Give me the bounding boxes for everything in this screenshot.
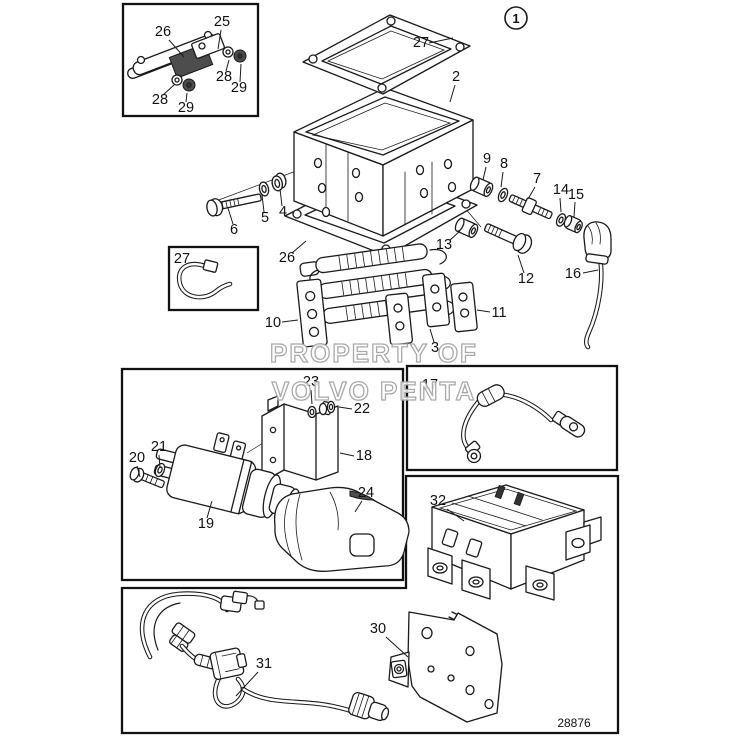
callout-17: 17 <box>422 377 438 393</box>
watermark-line1: PROPERTY OF <box>270 338 478 368</box>
housing-feet <box>427 524 591 601</box>
contact-plate-11 <box>450 281 478 333</box>
right-fasteners <box>454 176 583 254</box>
leader-lines <box>136 29 599 697</box>
callout-29-left: 29 <box>178 100 194 116</box>
relay-housing <box>293 80 474 237</box>
drawing-number: 28876 <box>557 716 591 730</box>
callout-28-left: 28 <box>152 92 168 108</box>
callout-20: 20 <box>129 450 145 466</box>
nut-22 <box>318 400 336 416</box>
callout-8: 8 <box>500 156 508 172</box>
callout-22: 22 <box>354 401 370 417</box>
round-plug <box>348 691 390 722</box>
callout-labels: 2 3 4 5 6 7 8 9 10 11 12 13 14 15 16 17 … <box>129 14 584 672</box>
ring-terminal-left <box>465 440 482 464</box>
contact-plate-3 <box>421 272 451 328</box>
callout-19: 19 <box>198 516 214 532</box>
clamp-plate-25 <box>191 33 225 59</box>
callout-16: 16 <box>565 266 581 282</box>
rect-plug <box>209 647 248 680</box>
element-tube-3 <box>322 293 437 324</box>
callout-12: 12 <box>518 271 534 287</box>
mounting-plate-30 <box>388 611 503 723</box>
washer-8 <box>497 187 509 203</box>
callout-18: 18 <box>356 448 372 464</box>
bolt-20 <box>129 466 165 489</box>
spacer-9 <box>469 176 494 198</box>
callout-26-bracket: 26 <box>155 24 171 40</box>
callout-24: 24 <box>358 485 374 501</box>
cable-tie-box <box>167 245 260 312</box>
sub-assembly-boxes <box>120 2 620 735</box>
callout-7: 7 <box>533 171 541 187</box>
callout-4: 4 <box>279 204 287 220</box>
callout-14: 14 <box>553 182 569 198</box>
pump-assembly-box <box>120 367 405 582</box>
inline-connector <box>169 622 196 652</box>
washer-23 <box>307 405 317 419</box>
washer-14 <box>555 213 567 227</box>
bracket-kit-box <box>121 2 260 118</box>
gasket-27-top <box>302 14 471 95</box>
watermark-line2: VOLVO PENTA <box>272 376 477 406</box>
figure-badge-number: 1 <box>512 11 519 26</box>
callout-13: 13 <box>436 237 452 253</box>
cable-tie-head <box>202 259 219 273</box>
callout-26-gasket: 26 <box>279 250 295 266</box>
callout-32: 32 <box>430 493 446 509</box>
rubber-elbow-16 <box>583 221 612 350</box>
bracket-kit-assembly <box>127 30 247 92</box>
bolt-6-washers <box>206 172 287 217</box>
callout-6: 6 <box>230 222 238 238</box>
callout-11: 11 <box>491 305 506 321</box>
cable-sleeve <box>476 384 505 407</box>
element-tube-2 <box>318 268 433 300</box>
callout-29-right: 29 <box>231 80 247 96</box>
bracket-18 <box>261 395 339 483</box>
electronic-housing-32 <box>427 484 602 601</box>
cable-tie <box>176 259 233 300</box>
washer-21 <box>154 462 166 478</box>
callout-9: 9 <box>483 151 491 167</box>
cover-24 <box>273 486 410 572</box>
contact-plate-mid <box>385 292 414 346</box>
harness-and-housing-box <box>120 474 620 735</box>
ring-terminal-right <box>551 410 586 438</box>
callout-3: 3 <box>431 340 439 356</box>
wiring-harness-31 <box>139 590 390 722</box>
bolt-12 <box>483 223 533 254</box>
figure-badge: 1 <box>504 6 528 30</box>
bolt-7 <box>508 194 553 220</box>
callout-27-gasket: 27 <box>413 35 429 51</box>
callout-31: 31 <box>256 656 272 672</box>
watermark: PROPERTY OF VOLVO PENTA <box>269 337 478 406</box>
callout-30: 30 <box>370 621 386 637</box>
callout-15: 15 <box>568 187 584 203</box>
spacer-13 <box>454 217 479 239</box>
callout-25: 25 <box>214 14 230 30</box>
jumper-cable-17 <box>461 384 586 464</box>
callout-5: 5 <box>261 210 269 226</box>
washer-5 <box>258 181 270 197</box>
contact-plate-10 <box>296 278 328 348</box>
callout-27-cable-tie: 27 <box>174 251 190 267</box>
nut-15 <box>563 214 583 234</box>
spacer-4 <box>271 172 287 192</box>
pump-assembly <box>129 395 410 572</box>
element-stack <box>296 243 478 348</box>
callout-28-right: 28 <box>216 69 232 85</box>
jumper-cable-box <box>405 364 619 472</box>
callout-21: 21 <box>151 439 167 455</box>
callout-2: 2 <box>452 69 460 85</box>
bolt-6-shaft <box>218 193 262 210</box>
callout-10: 10 <box>265 315 281 331</box>
callout-23: 23 <box>303 374 319 390</box>
